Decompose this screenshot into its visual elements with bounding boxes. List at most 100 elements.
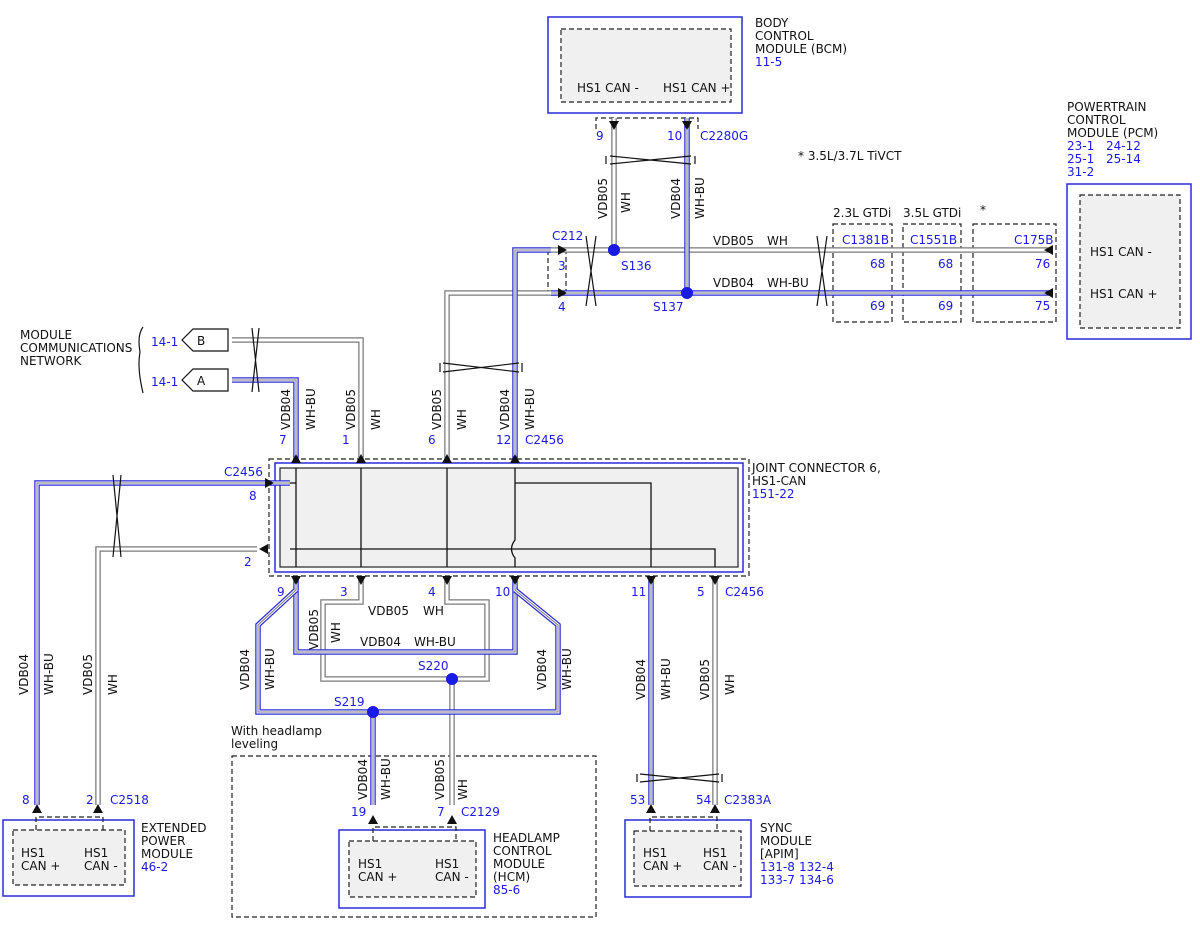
svg-text:69: 69 — [938, 299, 953, 313]
hcm-title-2: CONTROL — [493, 844, 552, 858]
pcm-ref-link[interactable]: 25-14 — [1106, 152, 1141, 166]
vertical-wire-labels: VDB05 WH VDB04 WH-BU VDB04 WH-BU VDB05 W… — [17, 177, 737, 800]
svg-text:VDB04: VDB04 — [634, 659, 648, 700]
epm-pin-a-1: HS1 — [21, 846, 45, 860]
inline-header-23l: 2.3L GTDi — [833, 206, 891, 220]
svg-text:WH-BU: WH-BU — [414, 635, 456, 649]
network-label-2: COMMUNICATIONS — [20, 341, 132, 355]
bcm-pin-hs1-can-plus: HS1 CAN + — [663, 81, 731, 95]
sync-module[interactable]: HS1 CAN + HS1 CAN - — [624, 819, 752, 898]
svg-text:VDB05: VDB05 — [430, 389, 444, 430]
svg-text:9: 9 — [277, 585, 285, 599]
pcm-title-1: POWERTRAIN — [1067, 100, 1147, 114]
bcm-pin-hs1-can-minus: HS1 CAN - — [577, 81, 639, 95]
pcm-ref-link[interactable]: 31-2 — [1067, 165, 1094, 179]
splice-s136: S136 — [621, 259, 652, 273]
joint-connector-6[interactable] — [274, 462, 744, 573]
tag-b-label: B — [197, 334, 205, 348]
sync-ref-link[interactable]: 134-6 — [799, 873, 834, 887]
network-ref-b-link[interactable]: 14-1 — [151, 335, 178, 349]
sync-ref-link[interactable]: 133-7 — [760, 873, 795, 887]
network-brace — [138, 326, 144, 394]
network-tag-a[interactable]: A — [181, 368, 229, 392]
splice-s220: S220 — [418, 659, 449, 673]
epm-pin-b-2: CAN - — [84, 859, 118, 873]
svg-text:10: 10 — [495, 585, 510, 599]
svg-text:WH-BU: WH-BU — [767, 276, 809, 290]
network-ref-a-link[interactable]: 14-1 — [151, 375, 178, 389]
pcm-ref-link[interactable]: 23-1 — [1067, 139, 1094, 153]
connector-c2456-right[interactable]: C2456 — [725, 585, 764, 599]
connector-c212[interactable]: C212 — [552, 229, 583, 243]
joint-ref-link[interactable]: 151-22 — [752, 487, 795, 501]
pcm-module[interactable]: HS1 CAN - HS1 CAN + — [1066, 183, 1192, 340]
connector-c1551b[interactable]: C1551B — [910, 233, 957, 247]
sync-title-1: SYNC — [760, 821, 792, 835]
svg-text:1: 1 — [342, 433, 350, 447]
pcm-pin-hs1-can-plus: HS1 CAN + — [1090, 287, 1158, 301]
epm-ref-link[interactable]: 46-2 — [141, 860, 168, 874]
pcm-title-3: MODULE (PCM) — [1067, 126, 1158, 140]
svg-text:WH: WH — [369, 409, 383, 430]
svg-text:69: 69 — [870, 299, 885, 313]
connector-c2456-left[interactable]: C2456 — [224, 465, 263, 479]
svg-text:WH-BU: WH-BU — [263, 648, 277, 690]
connector-c2456-top[interactable]: C2456 — [525, 433, 564, 447]
svg-text:5: 5 — [697, 585, 705, 599]
svg-text:8: 8 — [249, 489, 257, 503]
joint-title-2: HS1-CAN — [752, 474, 806, 488]
svg-text:WH: WH — [455, 409, 469, 430]
hcm-pin-a-1: HS1 — [358, 857, 382, 871]
hcm-title-4: (HCM) — [493, 870, 530, 884]
hcm-title-1: HEADLAMP — [493, 831, 560, 845]
hcm-title-3: MODULE — [493, 857, 545, 871]
circuit-vdb04[interactable] — [34, 118, 1050, 805]
pcm-ref-link[interactable]: 25-1 — [1067, 152, 1094, 166]
splice-s137: S137 — [653, 300, 684, 314]
bcm-module[interactable]: HS1 CAN - HS1 CAN + — [547, 16, 743, 114]
svg-text:3: 3 — [340, 585, 348, 599]
bcm-ref-link[interactable]: 11-5 — [755, 55, 782, 69]
sync-pin-a-1: HS1 — [643, 846, 667, 860]
svg-text:7: 7 — [437, 805, 445, 819]
hcm-module[interactable]: HS1 CAN + HS1 CAN - — [338, 829, 486, 909]
network-label-1: MODULE — [20, 328, 72, 342]
svg-text:VDB04: VDB04 — [535, 649, 549, 690]
svg-text:7: 7 — [279, 433, 287, 447]
circuit-vdb05[interactable] — [95, 118, 1050, 805]
svg-text:WH: WH — [423, 604, 444, 618]
epm-module[interactable]: HS1 CAN + HS1 CAN - — [2, 819, 135, 897]
connector-c2383a[interactable]: C2383A — [724, 793, 772, 807]
connector-c1381b[interactable]: C1381B — [842, 233, 889, 247]
svg-text:VDB04: VDB04 — [498, 389, 512, 430]
svg-text:WH: WH — [456, 779, 470, 800]
headlamp-leveling-box — [231, 755, 597, 918]
pcm-ref-link[interactable]: 24-12 — [1106, 139, 1141, 153]
hcm-pin-a-2: CAN + — [358, 870, 397, 884]
svg-text:WH-BU: WH-BU — [693, 177, 707, 219]
hcm-ref-link[interactable]: 85-6 — [493, 883, 520, 897]
connector-outlines — [35, 117, 1057, 841]
connector-c2280g[interactable]: C2280G — [700, 129, 748, 143]
pcm-pin-hs1-can-minus: HS1 CAN - — [1090, 245, 1152, 259]
bcm-title-1: BODY — [755, 16, 789, 30]
sync-ref-link[interactable]: 132-4 — [799, 860, 834, 874]
network-tag-b[interactable]: B — [181, 328, 229, 352]
sync-ref-link[interactable]: 131-8 — [760, 860, 795, 874]
hcm-pin-b-2: CAN - — [435, 870, 469, 884]
epm-title-3: MODULE — [141, 847, 193, 861]
svg-text:8: 8 — [22, 793, 30, 807]
svg-text:VDB04: VDB04 — [279, 389, 293, 430]
connector-c175b[interactable]: C175B — [1014, 233, 1054, 247]
inline-header-star: * — [980, 203, 986, 217]
svg-text:4: 4 — [558, 300, 566, 314]
svg-text:3: 3 — [558, 259, 566, 273]
connector-c2518[interactable]: C2518 — [110, 793, 149, 807]
svg-text:19: 19 — [351, 805, 366, 819]
pcm-title-2: CONTROL — [1067, 113, 1126, 127]
splice-s219: S219 — [334, 695, 365, 709]
connector-c2129[interactable]: C2129 — [461, 805, 500, 819]
headlamp-note-1: With headlamp — [231, 724, 322, 738]
epm-title-2: POWER — [141, 834, 185, 848]
svg-text:10: 10 — [667, 129, 682, 143]
